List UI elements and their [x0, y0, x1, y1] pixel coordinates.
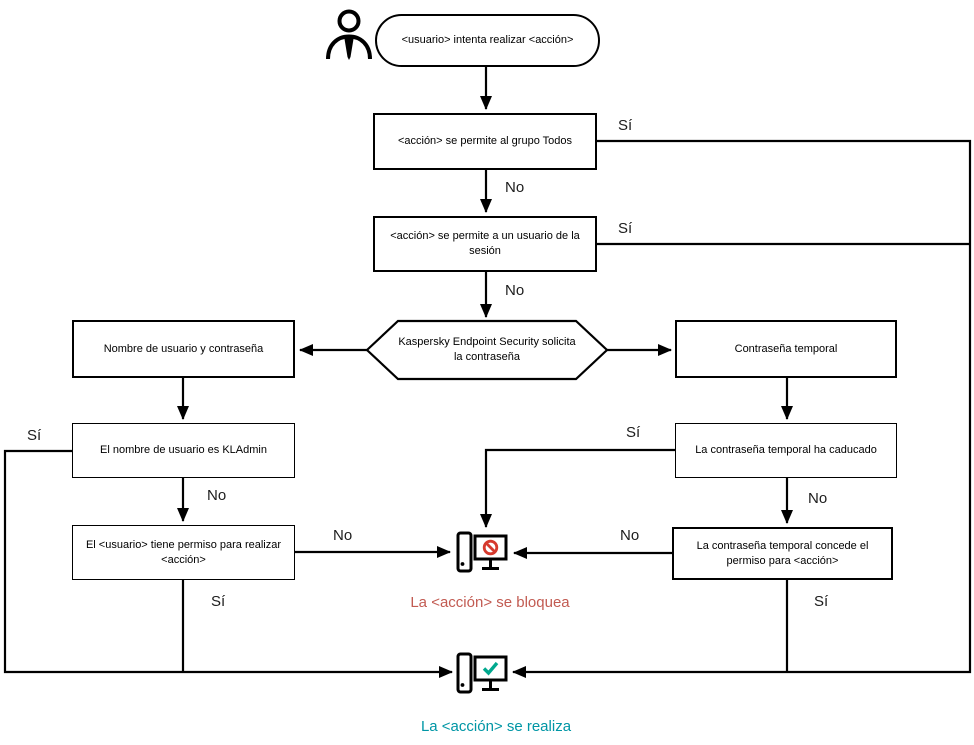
edge-label-permission-no: No: [333, 527, 353, 544]
tower-led-dot: [460, 683, 465, 687]
edge-label-everyone-no: No: [505, 179, 525, 196]
edge-label-permission-yes: Sí: [211, 593, 226, 610]
checkmark-icon: [482, 661, 499, 676]
edge-label-kladmin-no: No: [207, 487, 227, 504]
outcome-performed-label: La <acción> se realiza: [420, 718, 572, 735]
node-username-is-kladmin: El nombre de usuario es KLAdmin: [72, 423, 295, 478]
edge-label-kladmin-yes: Sí: [27, 427, 42, 444]
node-kes-prompts-password: Kaspersky Endpoint Security solicita la …: [398, 336, 576, 363]
node-user-has-permission: El <usuario> tiene permiso para realizar…: [72, 525, 295, 580]
computer-check-icon: [456, 652, 508, 694]
edge-label-expired-yes: Sí: [626, 424, 641, 441]
node-action-allowed-session-user: <acción> se permite a un usuario de la s…: [373, 216, 597, 272]
person-icon: [326, 9, 372, 60]
outcome-blocked-label: La <acción> se bloquea: [410, 594, 570, 611]
tower-led-dot: [460, 562, 465, 566]
edge-label-session-yes: Sí: [618, 220, 633, 237]
computer-blocked-icon: [456, 531, 508, 573]
node-temporary-password: Contraseña temporal: [675, 320, 897, 378]
edge-label-session-no: No: [505, 282, 525, 299]
node-prompt-hexagon-shape: [365, 319, 609, 381]
node-temp-password-expired: La contraseña temporal ha caducado: [675, 423, 897, 478]
edge-everyone-yes-to-performed: [512, 139, 972, 678]
node-temp-password-grants: La contraseña temporal concede el permis…: [672, 527, 893, 580]
node-username-and-password: Nombre de usuario y contraseña: [72, 320, 295, 378]
edge-kladmin-yes-to-performed: [3, 449, 453, 678]
edge-label-grants-yes: Sí: [814, 593, 829, 610]
node-action-allowed-everyone: <acción> se permite al grupo Todos: [373, 113, 597, 170]
prohibition-icon: [482, 539, 499, 556]
edge-label-expired-no: No: [808, 490, 828, 507]
node-start: <usuario> intenta realizar <acción>: [375, 14, 600, 67]
edge-label-grants-no: No: [620, 527, 640, 544]
edge-expired-yes-to-blocked: [480, 448, 675, 528]
edge-label-everyone-yes: Sí: [618, 117, 633, 134]
